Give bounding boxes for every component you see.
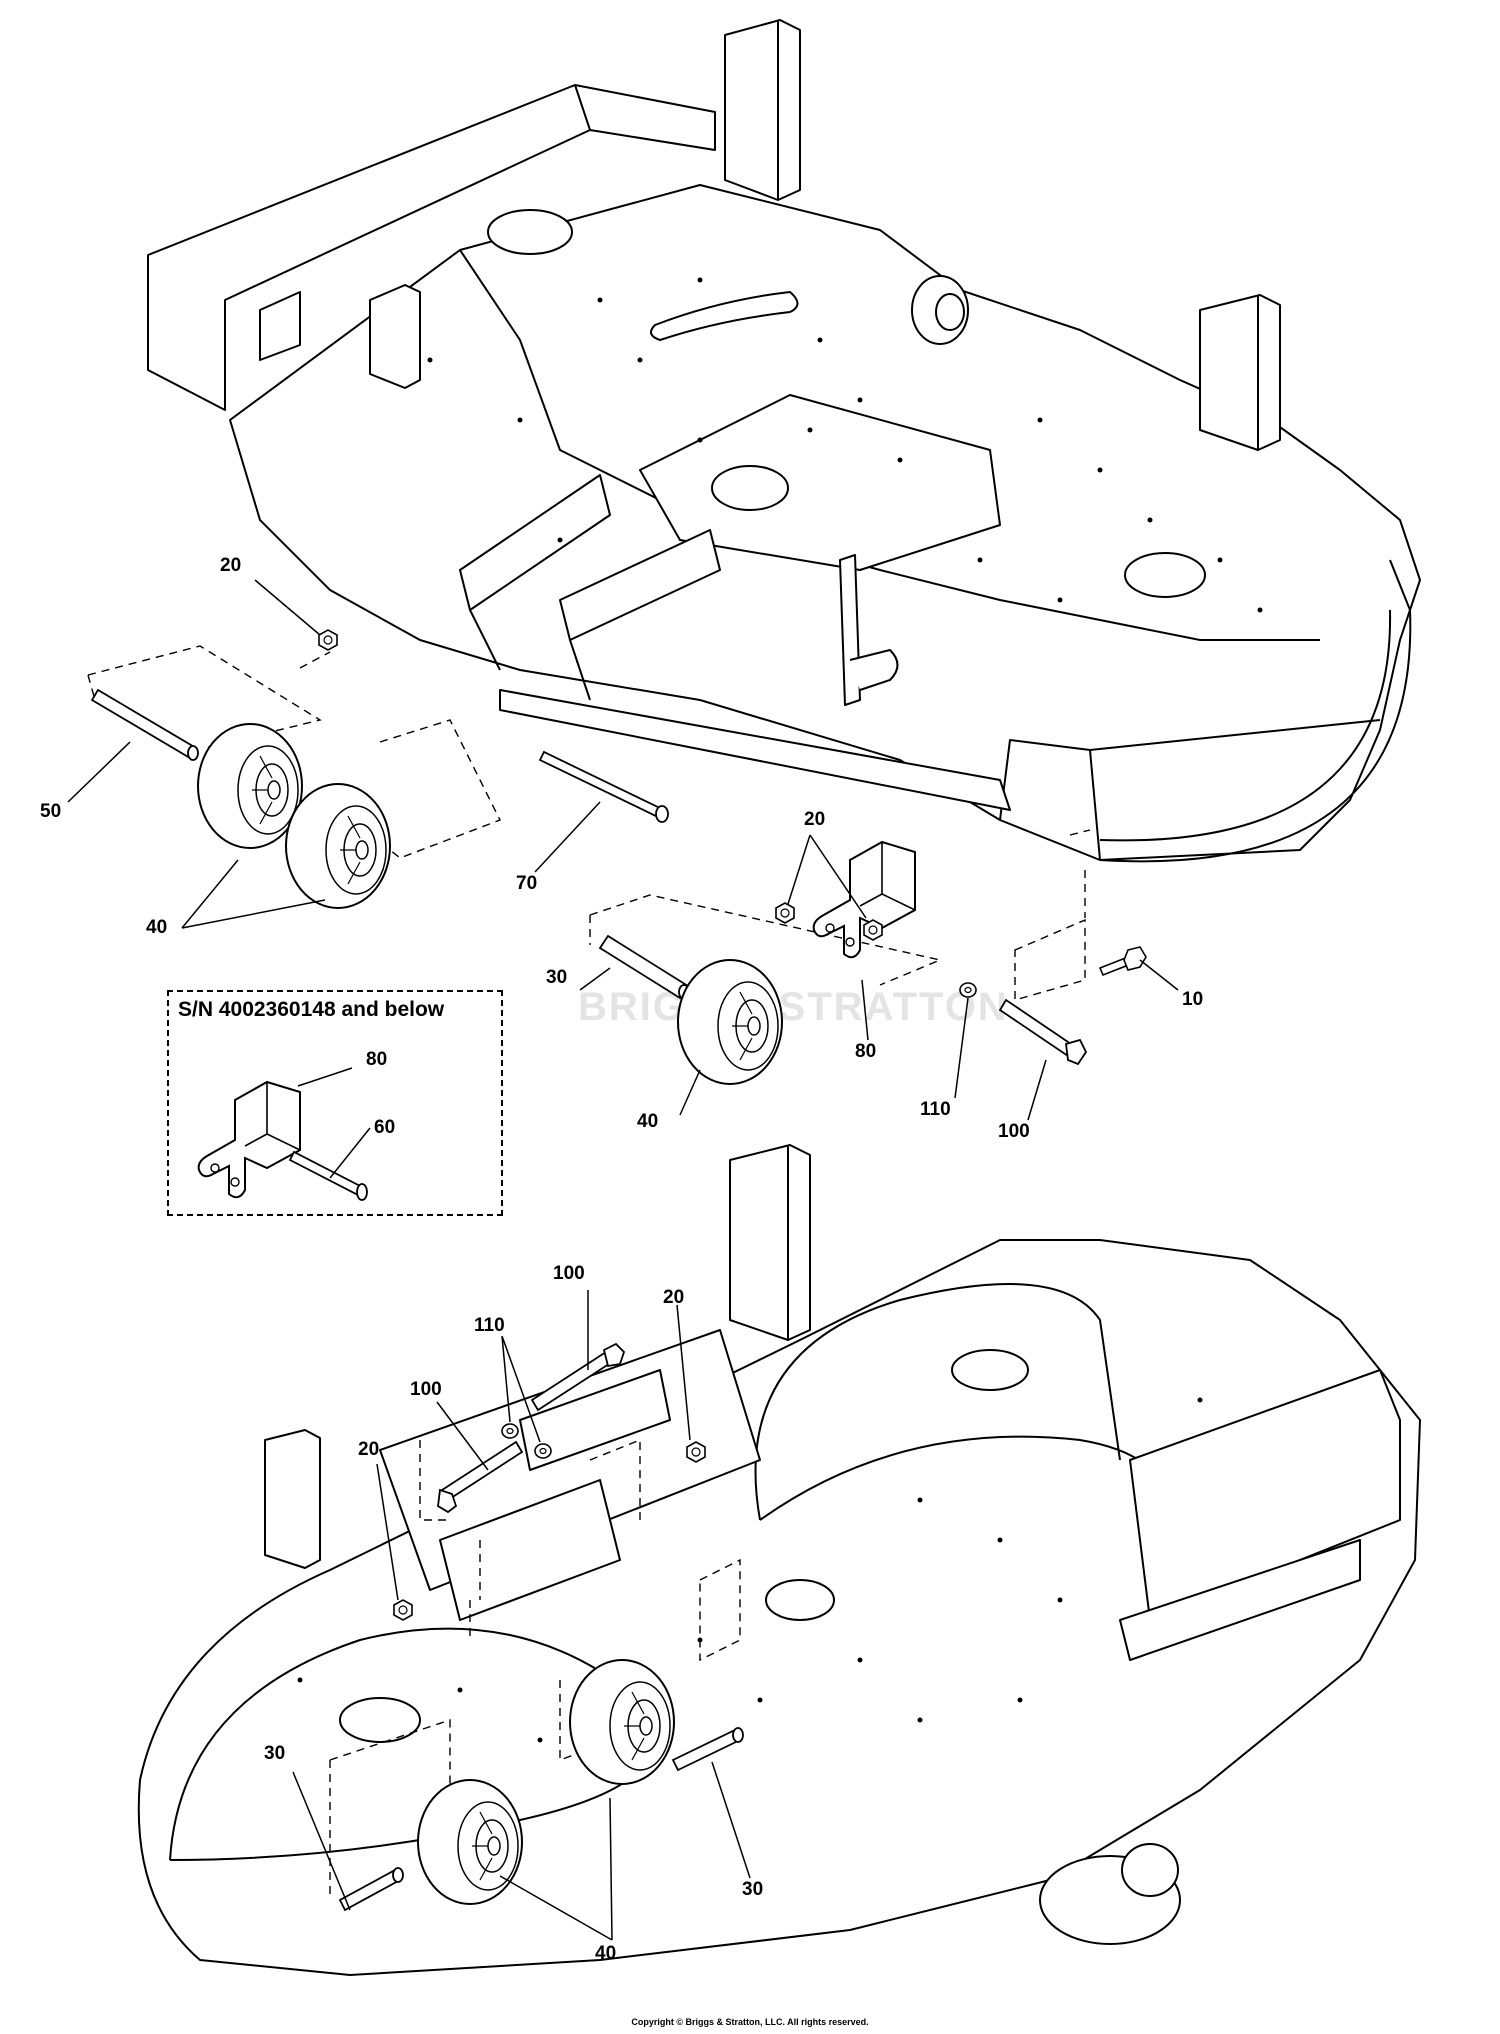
copyright-notice: Copyright © Briggs & Stratton, LLC. All … xyxy=(631,2017,869,2027)
callout-label: 60 xyxy=(374,1117,396,1138)
callout-label: 70 xyxy=(516,873,538,894)
callout-label: 50 xyxy=(40,801,62,822)
callout-label: 20 xyxy=(663,1287,685,1308)
upper-parts xyxy=(90,629,1147,1085)
callout-label: 80 xyxy=(855,1041,877,1062)
inset-title: S/N 4002360148 and below xyxy=(178,998,445,1021)
callout-label: 20 xyxy=(804,809,826,830)
callout-label: 30 xyxy=(264,1743,286,1764)
upper-deck xyxy=(147,19,1421,863)
callout-label: 100 xyxy=(998,1121,1030,1142)
callout-label: 20 xyxy=(220,555,242,576)
deck-holes xyxy=(427,277,1263,613)
callout-label: 100 xyxy=(410,1379,442,1400)
callout-label: 30 xyxy=(546,967,568,988)
serial-inset-frame xyxy=(167,990,503,1216)
callout-label: 20 xyxy=(358,1439,380,1460)
inset-parts xyxy=(197,1081,368,1201)
callout-label: 40 xyxy=(595,1943,617,1964)
callout-label: 40 xyxy=(146,917,168,938)
callout-label: 40 xyxy=(637,1111,659,1132)
callout-label: 80 xyxy=(366,1049,388,1070)
callout-label: 110 xyxy=(920,1099,951,1120)
leader-lines xyxy=(67,579,1179,1941)
callout-label: 10 xyxy=(1182,989,1204,1010)
lower-parts xyxy=(338,1342,744,1912)
callout-label: 110 xyxy=(474,1315,505,1336)
brand-watermark: BRIGGS&STRATTON xyxy=(578,985,1009,1029)
callout-label: 30 xyxy=(742,1879,764,1900)
callout-label: 100 xyxy=(553,1263,585,1284)
lower-assembly-guides xyxy=(329,1438,741,1900)
lower-deck-holes xyxy=(297,1397,1203,1743)
lower-deck xyxy=(137,1144,1421,1976)
